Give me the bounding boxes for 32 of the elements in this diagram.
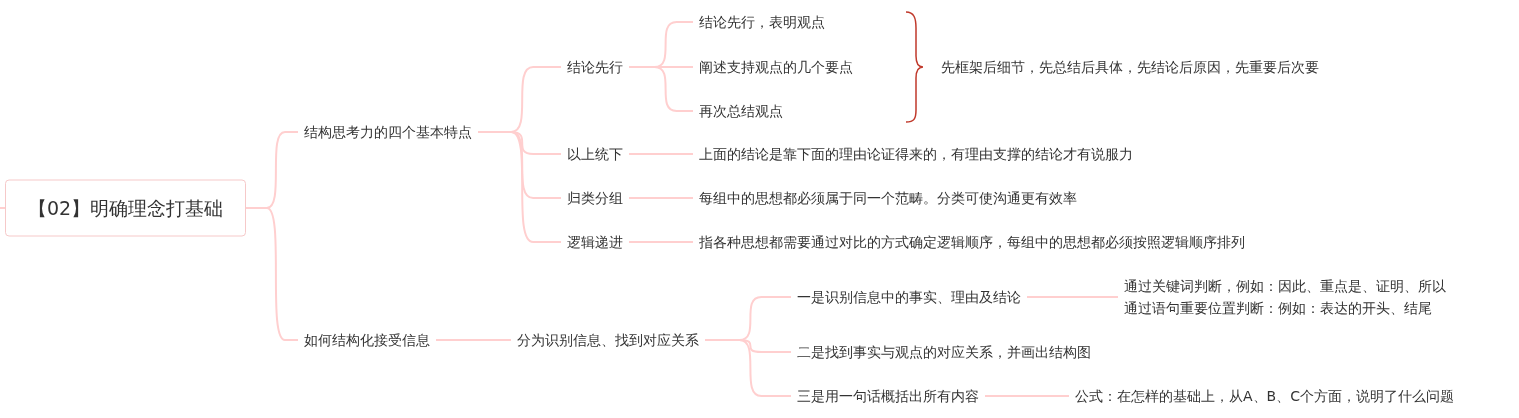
topic-label: 逻辑递进 <box>567 233 623 252</box>
topic-label: 一是识别信息中的事实、理由及结论 <box>797 288 1021 307</box>
connector-line <box>628 241 694 243</box>
topic-label: 二是找到事实与观点的对应关系，并画出结构图 <box>797 343 1091 362</box>
topic-label: 阐述支持观点的几个要点 <box>699 58 853 77</box>
connector-line <box>245 207 299 341</box>
topic-label: 每组中的思想都必须属于同一个范畴。分类可使沟通更有效率 <box>699 189 1077 208</box>
topic-label: 以上统下 <box>567 145 623 164</box>
topic-label: 通过语句重要位置判断：例如：表达的开头、结尾 <box>1124 299 1433 318</box>
connector-line <box>435 339 512 341</box>
connector-line <box>628 197 694 199</box>
connector-line <box>628 153 694 155</box>
topic-label: 先框架后细节，先总结后具体，先结论后原因，先重要后次要 <box>941 58 1319 77</box>
topic-label: 通过关键词判断，例如：因此、重点是、证明、所以 <box>1124 277 1446 296</box>
topic-label: 结论先行 <box>567 58 623 77</box>
connector-line <box>477 131 562 243</box>
connector-line <box>0 207 6 209</box>
topic-label: 如何结构化接受信息 <box>304 331 430 350</box>
topic-label: 结构思考力的四个基本特点 <box>304 123 472 142</box>
topic-label: 指各种思想都需要通过对比的方式确定逻辑顺序，每组中的思想都必须按照逻辑顺序排列 <box>699 233 1245 252</box>
root-topic-box: 【02】明确理念打基础 <box>5 179 246 237</box>
connector-line <box>628 66 694 112</box>
topic-label: 分为识别信息、找到对应关系 <box>517 331 699 350</box>
topic-label: 结论先行，表明观点 <box>699 13 825 32</box>
topic-label: 三是用一句话概括出所有内容 <box>797 387 979 406</box>
connector-line <box>1026 296 1119 298</box>
topic-label: 归类分组 <box>567 189 623 208</box>
connector-line <box>704 339 792 397</box>
connector-line <box>984 395 1070 397</box>
topic-label: 上面的结论是靠下面的理由论证得来的，有理由支撑的结论才有说服力 <box>699 145 1133 164</box>
topic-label: 公式：在怎样的基础上，从A、B、C个方面，说明了什么问题 <box>1075 387 1454 406</box>
topic-label: 再次总结观点 <box>699 102 783 121</box>
